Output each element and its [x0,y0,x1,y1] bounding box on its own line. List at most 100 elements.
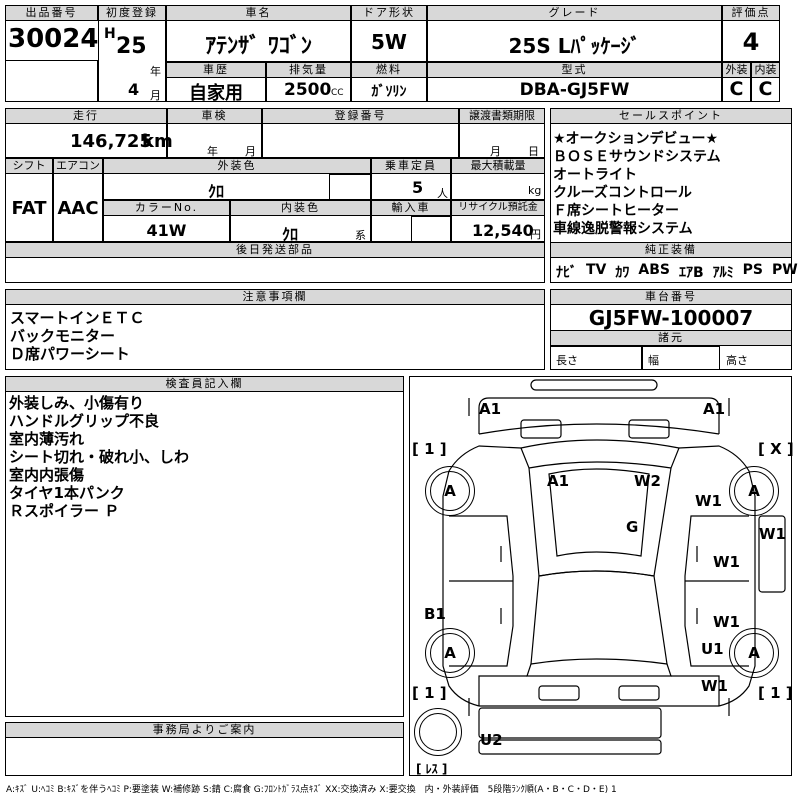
equip-pw: PW [772,262,798,278]
mark-w1-right-fender: W1 [695,492,722,510]
equip-ps: PS [742,262,763,278]
list-item: 室内薄汚れ [9,430,85,448]
mark-a1-front-right: A1 [703,400,726,418]
sales-points-label: セールスポイント [550,108,792,124]
chassis-number: GJ5FW-100007 [588,306,754,330]
caution-list: スマートインＥＴＣ バックモニター Ｄ席パワーシート [10,309,145,363]
later-parts-label: 後日発送部品 [5,242,545,258]
mark-b1-left: B1 [424,605,446,623]
wheel-rear-left: A [425,628,475,678]
mark-w1-right-door-front: W1 [713,553,740,571]
dims-height: 高さ [726,354,748,367]
int-grade: C [758,78,773,100]
mark-a1-front-left: A1 [479,400,502,418]
lot-no: 30024 [8,24,99,54]
list-item: Ｄ席パワーシート [10,345,130,363]
shift: FAT [11,198,47,219]
tag-front-right: [ X ] [758,440,794,458]
grade: 25S Lﾊﾟｯｹｰｼﾞ [508,34,641,58]
list-item: Ｆ席シートヒーター [553,203,679,219]
year-unit: 年 [150,65,161,78]
equip-navi: ﾅﾋﾞ [556,265,577,281]
fuel: ｶﾞｿﾘﾝ [371,84,407,100]
sales-points-list: ★オークションデビュー★ ＢＯＳＥサウンドシステム オートライト クルーズコント… [553,130,721,238]
ac-label: エアコン [53,158,103,174]
int-grade-label: 内装 [751,62,780,78]
list-item: 室内内張傷 [9,466,85,484]
chassis-label: 車台番号 [550,289,792,305]
equip-alloy: ｱﾙﾐ [712,265,734,281]
history: 自家用 [189,83,243,104]
transfer-month-unit: 月 [490,145,501,158]
wheel-front-left: A [425,466,475,516]
mileage: 146,725 [70,131,152,152]
fuel-label: 燃料 [351,62,427,78]
list-item: スマートインＥＴＣ [10,309,145,327]
inspector-label: 検査員記入欄 [5,376,404,392]
first-reg-month: 4 [128,80,140,99]
list-item: Ｒスポイラー Ｐ [9,502,120,520]
equip-tv: TV [586,262,607,278]
capacity: 5 [412,178,424,197]
car-name: ｱﾃﾝｻﾞ ﾜｺﾞﾝ [205,34,312,59]
ext-grade-label: 外装 [722,62,751,78]
tag-rear-right: [ 1 ] [758,684,793,702]
equip-airbag: ｴｱB [678,265,704,281]
mark-u1-right-rear: U1 [701,640,724,658]
mark-w1-right-strip: W1 [759,525,786,543]
km-unit: km [142,131,173,152]
equipment-label: 純正装備 [550,242,792,258]
wheel-rl-mark: A [430,633,470,673]
list-item: ★オークションデビュー★ [553,131,719,147]
spare-tire [414,708,462,756]
list-item: バックモニター [10,327,116,345]
recycle-fee: 12,540 [472,221,534,240]
lot-no-label: 出品番号 [5,5,98,21]
dims-length: 長さ [556,354,578,367]
mark-w1-right-rear: W1 [701,677,728,695]
first-reg-year: 25 [116,34,147,59]
shift-label: シフト [5,158,53,174]
ac: AAC [57,198,99,219]
equip-leather: ｶﾜ [615,265,630,281]
displacement: 2500 [284,80,332,100]
wheel-front-right: A [729,466,779,516]
person-unit: 人 [437,187,448,200]
wheel-fr-mark: A [734,471,774,511]
mark-u2-rear: U2 [480,731,503,749]
int-color: ｸﾛ [281,225,298,244]
displacement-label: 排気量 [266,62,351,78]
tag-front-left: [ 1 ] [412,440,447,458]
dims-width: 幅 [648,354,659,367]
ext-grade: C [729,78,744,100]
tag-rear-left: [ 1 ] [412,684,447,702]
legend: A:ｷｽﾞ U:ﾍｺﾐ B:ｷｽﾞを伴うﾍｺﾐ P:要塗装 W:補修跡 S:錆 … [6,785,617,795]
cc-unit: CC [331,88,344,98]
score: 4 [742,28,760,56]
kg-unit: kg [528,184,542,197]
car-diagram-panel [409,376,792,776]
list-item: 車線逸脱警報システム [553,221,693,237]
transfer-day-unit: 日 [528,145,539,158]
car-diagram-outline [442,379,786,755]
spare-tag: [ ﾚｽ ] [416,762,448,776]
mark-w1-right-door-rear: W1 [713,613,740,631]
era: H [104,26,116,42]
wheel-rr-mark: A [734,633,774,673]
color-no: 41W [146,221,187,240]
mark-a1-roof: A1 [547,472,570,490]
list-item: ＢＯＳＥサウンドシステム [553,149,721,165]
caution-label: 注意事項欄 [5,289,545,305]
wheel-rear-right: A [729,628,779,678]
equip-abs: ABS [638,262,670,278]
yen-unit: 円 [530,228,541,241]
list-item: 外装しみ、小傷有り [9,394,145,412]
equipment-list: ﾅﾋﾞ TV ｶﾜ ABS ｴｱB ｱﾙﾐ PS PW [556,262,798,282]
mark-w2-roof: W2 [634,472,661,490]
list-item: ハンドルグリップ不良 [9,412,160,430]
wheel-fl-mark: A [430,471,470,511]
office-label: 事務局よりご案内 [5,722,404,738]
inspection-year-unit: 年 [207,145,218,158]
list-item: クルーズコントロール [553,185,692,201]
list-item: オートライト [553,167,637,183]
